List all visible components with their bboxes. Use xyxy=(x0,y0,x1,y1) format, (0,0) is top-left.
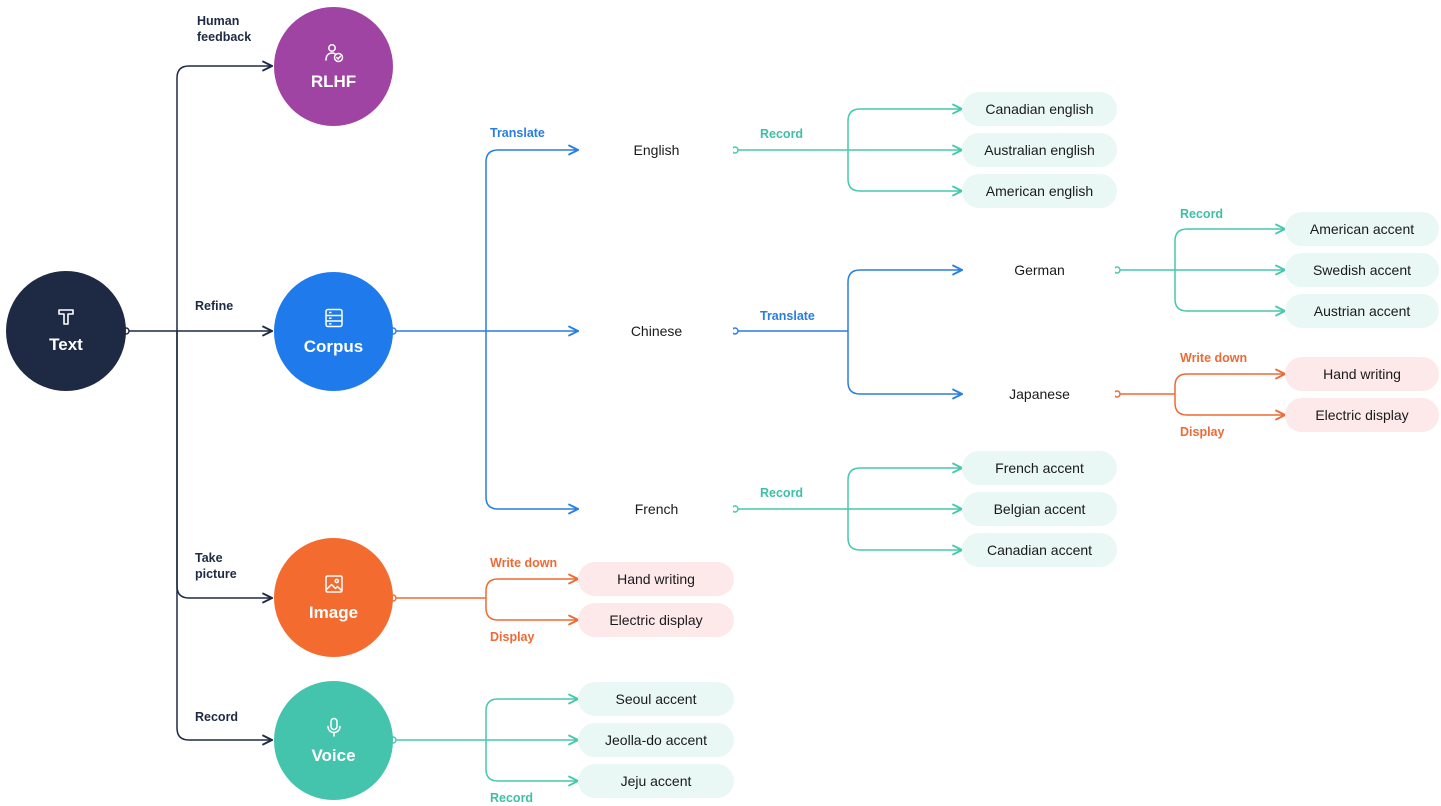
language-german[interactable]: German xyxy=(964,253,1115,287)
leaf-image-hand-writing[interactable]: Hand writing xyxy=(578,562,734,596)
server-icon xyxy=(324,308,343,327)
leaf-american-accent[interactable]: American accent xyxy=(1285,212,1439,246)
leaf-belgian-accent[interactable]: Belgian accent xyxy=(962,492,1117,526)
image-node-label: Image xyxy=(308,602,359,622)
corpus-node[interactable]: Corpus xyxy=(274,272,393,391)
edge-label-write-down-image: Write down xyxy=(490,556,558,570)
edge-label-record-french: Record xyxy=(760,486,804,500)
edge-label-record-german: Record xyxy=(1180,207,1224,221)
edge-label-record-voice: Record xyxy=(195,710,239,724)
language-japanese[interactable]: Japanese xyxy=(964,377,1115,411)
leaf-american-english[interactable]: American english xyxy=(962,174,1117,208)
leaf-swedish-accent[interactable]: Swedish accent xyxy=(1285,253,1439,287)
edge-label-refine: Refine xyxy=(195,299,234,313)
edge-label-translate-corpus: Translate xyxy=(490,126,545,140)
voice-node[interactable]: Voice xyxy=(274,681,393,800)
image-icon xyxy=(324,574,343,593)
leaf-image-electric-display[interactable]: Electric display xyxy=(578,603,734,637)
text-t-icon xyxy=(58,309,74,325)
edge-label-display-image: Display xyxy=(490,630,535,644)
corpus-node-label: Corpus xyxy=(303,336,364,356)
edge-label-human-feedback: Human feedback xyxy=(197,14,252,44)
text-node-label: Text xyxy=(49,335,83,354)
text-node[interactable]: Text xyxy=(6,271,126,391)
leaf-french-accent[interactable]: French accent xyxy=(962,451,1117,485)
rlhf-node[interactable]: RLHF xyxy=(274,7,393,126)
edge-label-take-picture: Take picture xyxy=(195,551,237,581)
leaf-jeju-accent[interactable]: Jeju accent xyxy=(578,764,734,798)
edge-label-record-voice-out: Record xyxy=(490,791,534,805)
language-english[interactable]: English xyxy=(580,133,733,167)
leaf-japanese-electric-display[interactable]: Electric display xyxy=(1285,398,1439,432)
microphone-icon xyxy=(326,717,341,737)
language-chinese[interactable]: Chinese xyxy=(580,314,733,348)
edge-label-write-down-japanese: Write down xyxy=(1180,351,1248,365)
edge-label-record-english: Record xyxy=(760,127,804,141)
leaf-seoul-accent[interactable]: Seoul accent xyxy=(578,682,734,716)
voice-node-label: Voice xyxy=(311,745,356,765)
leaf-australian-english[interactable]: Australian english xyxy=(962,133,1117,167)
leaf-canadian-english[interactable]: Canadian english xyxy=(962,92,1117,126)
rlhf-node-label: RLHF xyxy=(310,71,357,91)
leaf-japanese-hand-writing[interactable]: Hand writing xyxy=(1285,357,1439,391)
leaf-canadian-accent[interactable]: Canadian accent xyxy=(962,533,1117,567)
user-check-icon xyxy=(324,43,343,62)
leaf-austrian-accent[interactable]: Austrian accent xyxy=(1285,294,1439,328)
image-node[interactable]: Image xyxy=(274,538,393,657)
language-french[interactable]: French xyxy=(580,492,733,526)
edge-label-display-japanese: Display xyxy=(1180,425,1225,439)
leaf-jeolla-do-accent[interactable]: Jeolla-do accent xyxy=(578,723,734,757)
edge-label-translate-chinese: Translate xyxy=(760,309,815,323)
